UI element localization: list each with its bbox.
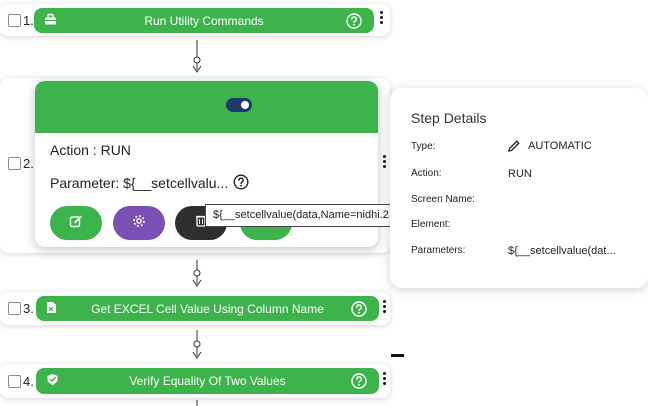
action-line: Action : RUN xyxy=(50,142,131,158)
step-checkbox-3[interactable] xyxy=(8,302,21,315)
type-value: AUTOMATIC xyxy=(528,140,592,152)
step-pill-4[interactable]: Verify Equality Of Two Values xyxy=(36,368,379,394)
connector-arrow xyxy=(192,330,202,359)
toolbox-icon xyxy=(44,13,57,28)
settings-button[interactable] xyxy=(113,206,165,240)
step-pill-3[interactable]: Get EXCEL Cell Value Using Column Name xyxy=(36,296,379,321)
step-menu-icon-1[interactable] xyxy=(380,11,384,26)
step-menu-icon-3[interactable] xyxy=(383,300,387,315)
excel-file-icon xyxy=(46,301,57,317)
step-number-3: 3. xyxy=(23,301,34,316)
step-pill-1[interactable]: Run Utility Commands xyxy=(34,8,374,33)
step-number-1: 1. xyxy=(23,13,34,28)
step-label-1: Run Utility Commands xyxy=(144,13,264,28)
step-expanded-header xyxy=(35,81,378,133)
settings-icon xyxy=(132,214,146,233)
step-menu-icon-4[interactable] xyxy=(383,372,387,387)
connector-arrow xyxy=(192,260,202,287)
screen-name-label: Screen Name: xyxy=(411,194,475,205)
connector-arrow xyxy=(192,40,202,73)
step-label-3: Get EXCEL Cell Value Using Column Name xyxy=(91,301,324,316)
pencil-icon xyxy=(507,139,521,158)
action-label: Action: xyxy=(411,168,442,179)
scroll-marker xyxy=(391,354,404,357)
parameter-tooltip: ${__setcellvalue(data,Name=nidhi.2,1,H)} xyxy=(205,204,425,227)
step-number-2: 2. xyxy=(23,156,34,171)
parameter-line: Parameter: ${__setcellvalu... xyxy=(50,175,229,191)
edit-button[interactable] xyxy=(50,206,102,240)
help-icon[interactable] xyxy=(351,300,367,317)
step-checkbox-1[interactable] xyxy=(8,14,21,27)
double-check-icon xyxy=(46,374,59,389)
parameters-value: ${__setcellvalue(dat... xyxy=(508,245,616,257)
type-label: Type: xyxy=(411,141,436,152)
step-number-4: 4. xyxy=(23,374,34,389)
help-icon[interactable] xyxy=(346,12,362,29)
details-title: Step Details xyxy=(411,110,487,126)
step-label-4: Verify Equality Of Two Values xyxy=(129,374,286,388)
element-label: Element: xyxy=(411,219,451,230)
help-icon[interactable] xyxy=(351,373,367,389)
step-checkbox-4[interactable] xyxy=(8,375,21,388)
step-menu-icon-2[interactable] xyxy=(383,155,387,170)
edit-icon xyxy=(69,214,83,233)
action-value: RUN xyxy=(508,168,532,180)
enable-toggle[interactable] xyxy=(226,98,252,112)
connector-arrow xyxy=(196,400,198,406)
step-details-panel: Step Details Type: AUTOMATIC Action: RUN… xyxy=(390,88,648,288)
parameter-help-icon[interactable] xyxy=(233,174,249,195)
step-checkbox-2[interactable] xyxy=(8,157,21,170)
parameters-label: Parameters: xyxy=(411,245,466,256)
